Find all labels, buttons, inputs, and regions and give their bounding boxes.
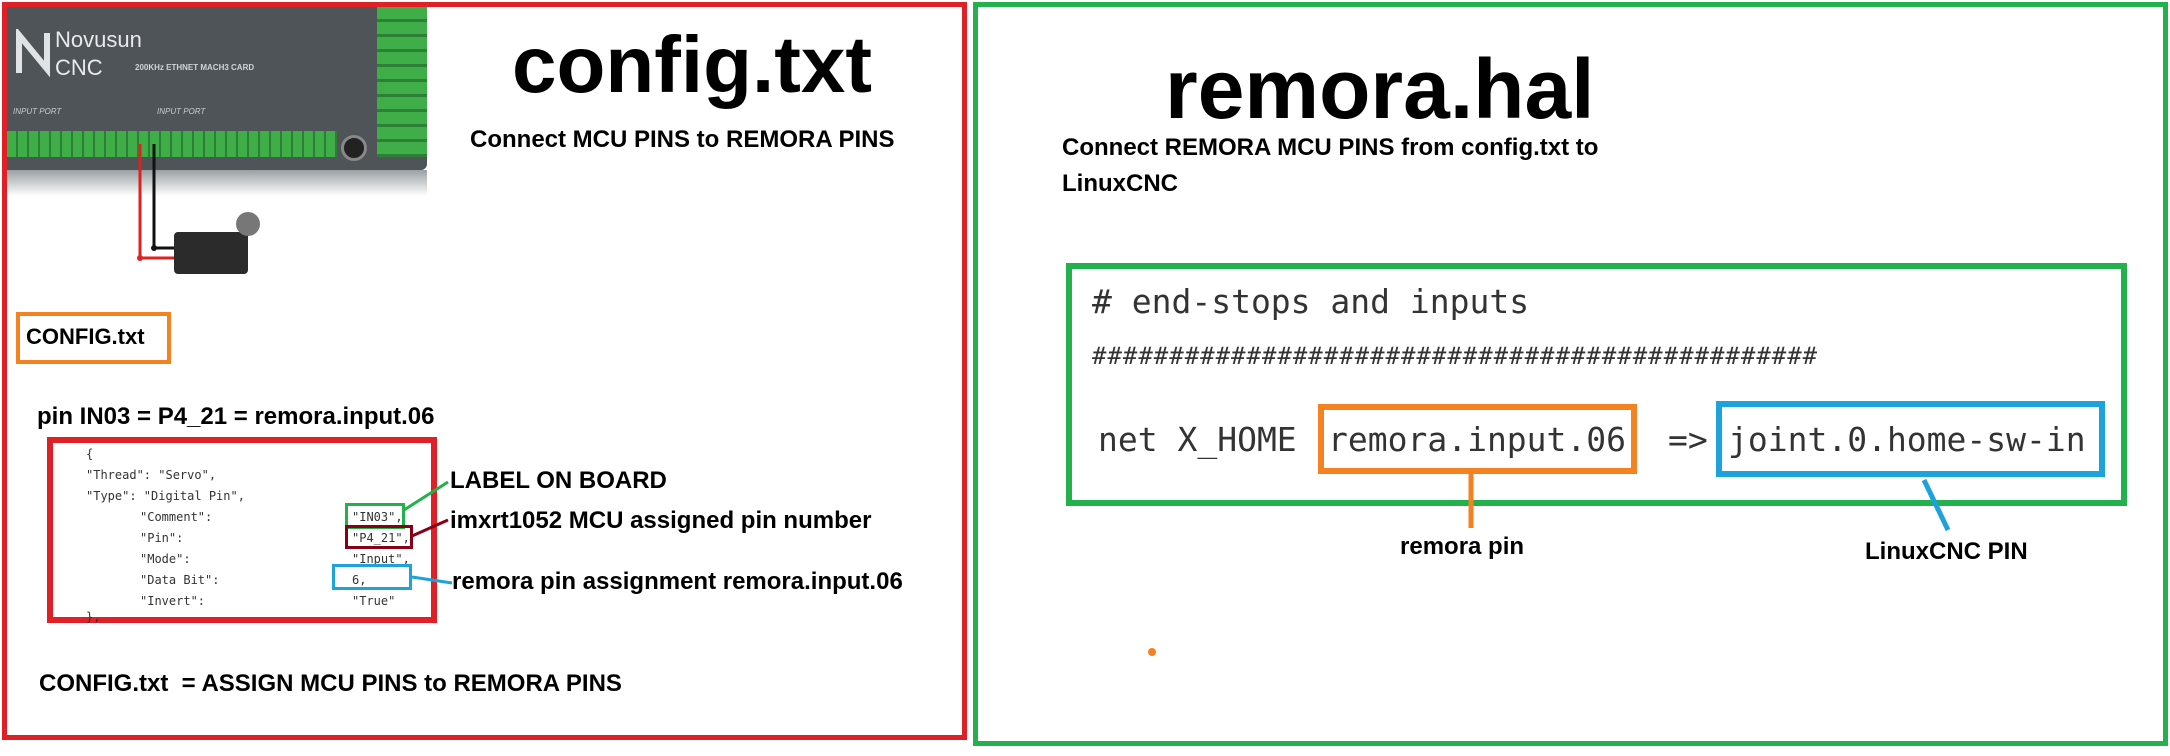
- board-card-text: 200KHz ETHNET MACH3 CARD: [135, 63, 255, 72]
- code-mode-value: "Input",: [352, 552, 410, 566]
- hal-arrow-text: =>: [1668, 420, 1708, 459]
- board-terminal-strip: [7, 131, 337, 157]
- limit-switch-lever-icon: [236, 212, 260, 236]
- pin-highlight-box: [345, 525, 413, 549]
- hal-subtitle-line2: LinuxCNC: [1062, 170, 1178, 197]
- code-pin-key: "Pin":: [140, 531, 184, 545]
- hal-code-box: [1066, 263, 2127, 506]
- board-terminal-strip-right: [377, 7, 427, 157]
- code-comment-value: "IN03",: [352, 510, 403, 524]
- code-type: "Type": "Digital Pin",: [86, 489, 245, 503]
- pin-mapping-text: pin IN03 = P4_21 = remora.input.06: [37, 403, 435, 430]
- linuxcnc-pin-label: LinuxCNC PIN: [1865, 538, 2028, 565]
- novusun-logo-icon: [15, 26, 53, 78]
- limit-switch-wiring: [137, 144, 175, 261]
- code-thread: "Thread": "Servo",: [86, 468, 217, 482]
- remora-pin-annotation: remora pin assignment remora.input.06: [452, 568, 903, 595]
- mcu-pin-annotation: imxrt1052 MCU assigned pin number: [450, 507, 872, 534]
- config-title: config.txt: [512, 20, 872, 109]
- code-invert-key: "Invert":: [140, 594, 206, 608]
- code-pin-value: "P4_21",: [352, 531, 410, 545]
- board-port-label-left: INPUT PORT: [13, 107, 62, 116]
- code-mode-key: "Mode":: [140, 552, 191, 566]
- board-shadow: [7, 170, 427, 196]
- remora-pin-label: remora pin: [1400, 533, 1525, 560]
- hal-label-connectors: [1148, 474, 1951, 656]
- remora-pin-highlight-box: [1318, 404, 1637, 474]
- hal-comment-line: # end-stops and inputs: [1092, 282, 1530, 321]
- code-databit-key: "Data Bit":: [140, 573, 220, 587]
- label-on-board-annotation: LABEL ON BOARD: [450, 467, 667, 494]
- board-brand-line2: CNC: [55, 55, 103, 80]
- linuxcnc-pin-highlight-box: [1716, 401, 2105, 477]
- config-footer-text: CONFIG.txt = ASSIGN MCU PINS to REMORA P…: [39, 670, 622, 697]
- annotation-connectors: [403, 480, 453, 585]
- config-panel: [2, 2, 967, 740]
- limit-switch-icon: [174, 232, 248, 274]
- hal-subtitle-line1: Connect REMORA MCU PINS from config.txt …: [1062, 134, 1599, 161]
- hal-title: remora.hal: [1165, 42, 1595, 136]
- config-code-box: [47, 437, 437, 623]
- hal-net-text: net X_HOME: [1098, 420, 1297, 459]
- code-comment-key: "Comment":: [140, 510, 213, 524]
- databit-highlight-box: [332, 564, 412, 590]
- board-port-label-mid: INPUT PORT: [157, 107, 206, 116]
- hal-linuxcnc-pin-text: joint.0.home-sw-in: [1728, 420, 2086, 459]
- controller-board-image: Novusun CNC 200KHz ETHNET MACH3 CARD INP…: [7, 7, 427, 170]
- board-connector-icon: [341, 135, 367, 161]
- board-brand-line1: Novusun: [55, 27, 142, 52]
- config-label: CONFIG.txt: [26, 324, 145, 349]
- code-close-brace: },: [86, 610, 101, 624]
- code-open-brace: {: [86, 447, 94, 461]
- hal-hash-line: ########################################…: [1092, 342, 1819, 370]
- code-databit-value: 6,: [352, 573, 367, 587]
- config-subtitle: Connect MCU PINS to REMORA PINS: [470, 126, 895, 153]
- code-invert-value: "True": [352, 594, 396, 608]
- hal-remora-pin-text: remora.input.06: [1328, 420, 1627, 459]
- hal-panel: [973, 2, 2168, 746]
- config-label-box: [16, 312, 171, 364]
